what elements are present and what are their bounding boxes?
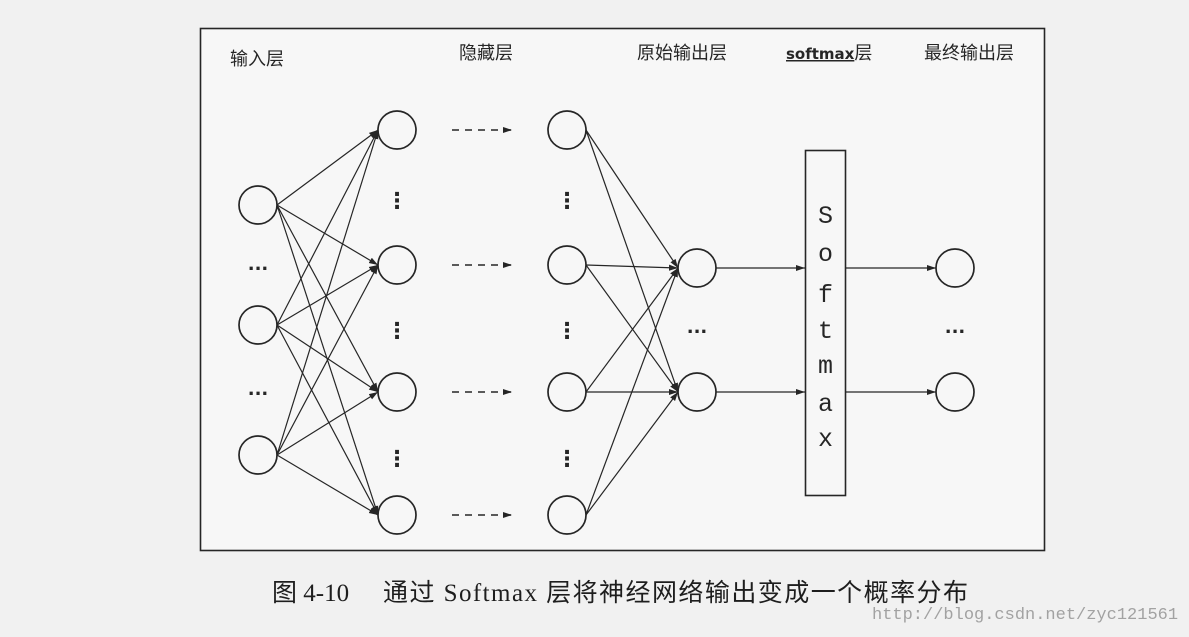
input-to-hidden-edge <box>276 129 379 206</box>
hidden-node <box>547 495 587 535</box>
connection-edges <box>276 129 679 516</box>
raw-output-node <box>677 372 717 412</box>
softmax-letter: t <box>818 317 833 346</box>
hidden-layer-ellipsis: ⋮ <box>386 189 408 214</box>
hidden-to-raw-output-edge <box>585 129 679 393</box>
hidden-node <box>377 495 417 535</box>
input-node <box>238 305 278 345</box>
input-to-hidden-edge <box>276 204 379 393</box>
softmax-letter: x <box>818 425 833 454</box>
figure-caption: 图 4-10 通过 Softmax 层将神经网络输出变成一个概率分布 <box>272 579 968 607</box>
softmax-letter: S <box>818 202 833 231</box>
hidden-to-raw-output-edge <box>585 267 679 393</box>
softmax-layer-box: S o f t m a x <box>804 149 847 497</box>
softmax-box <box>804 149 847 497</box>
raw-output-node <box>677 248 717 288</box>
hidden-to-raw-output-edge <box>585 391 679 516</box>
input-to-hidden-edge <box>276 454 379 516</box>
input-to-hidden-edge <box>276 391 379 456</box>
hidden-layer-ellipsis: ⋮ <box>556 189 578 214</box>
ellipses: ... ... ⋮ ⋮ ⋮ ⋮ ⋮ ⋮ ... ... <box>248 189 966 472</box>
input-to-hidden-edge <box>276 324 379 393</box>
hidden-layer-ellipsis: ⋮ <box>386 447 408 472</box>
hidden-node <box>547 372 587 412</box>
input-node <box>238 435 278 475</box>
input-to-hidden-edge <box>276 129 379 456</box>
input-node <box>238 185 278 225</box>
diagram-frame <box>199 27 1046 552</box>
input-to-hidden-edge <box>276 264 379 456</box>
dashed-arrows <box>452 126 512 519</box>
hidden-node <box>377 245 417 285</box>
hidden-to-raw-output-edge <box>585 267 679 516</box>
input-to-hidden-edge <box>276 129 379 326</box>
label-softmax-layer: softmax层 <box>786 43 872 64</box>
softmax-letter: o <box>818 240 833 269</box>
hidden-node <box>547 110 587 150</box>
input-layer-ellipsis: ... <box>248 379 269 400</box>
label-hidden-layer: 隐藏层 <box>459 43 513 64</box>
final-output-node <box>935 372 975 412</box>
figure-title: 通过 Softmax 层将神经网络输出变成一个概率分布 <box>383 579 968 607</box>
hidden-layer-ellipsis: ⋮ <box>556 319 578 344</box>
hidden-to-raw-output-edge <box>585 264 679 271</box>
softmax-letter: m <box>818 352 833 381</box>
softmax-letter: f <box>818 281 833 310</box>
hidden-layer-ellipsis: ⋮ <box>556 447 578 472</box>
input-layer-ellipsis: ... <box>248 254 269 275</box>
input-to-hidden-edge <box>276 264 379 326</box>
figure-number: 图 4-10 <box>272 580 349 607</box>
label-softmax-suffix: 层 <box>854 43 872 64</box>
label-softmax-name: softmax <box>786 45 855 63</box>
hidden-to-raw-output-edge <box>585 264 679 393</box>
input-to-hidden-edge <box>276 204 379 266</box>
layer-labels: 输入层 隐藏层 原始输出层 softmax层 最终输出层 <box>230 43 1014 70</box>
softmax-arrows <box>716 264 936 396</box>
hidden-node <box>377 372 417 412</box>
raw-output-ellipsis: ... <box>687 317 708 338</box>
hidden-to-raw-output-edge <box>585 129 679 269</box>
watermark-url: http://blog.csdn.net/zyc121561 <box>872 606 1178 625</box>
hidden-layer-ellipsis: ⋮ <box>386 319 408 344</box>
final-output-node <box>935 248 975 288</box>
final-output-ellipsis: ... <box>945 317 966 338</box>
label-raw-output-layer: 原始输出层 <box>637 43 727 64</box>
neuron-nodes <box>238 110 975 535</box>
hidden-node <box>377 110 417 150</box>
softmax-letter: a <box>818 390 833 419</box>
label-input-layer: 输入层 <box>230 49 284 70</box>
label-final-output-layer: 最终输出层 <box>924 43 1014 64</box>
input-to-hidden-edge <box>276 324 379 516</box>
hidden-node <box>547 245 587 285</box>
